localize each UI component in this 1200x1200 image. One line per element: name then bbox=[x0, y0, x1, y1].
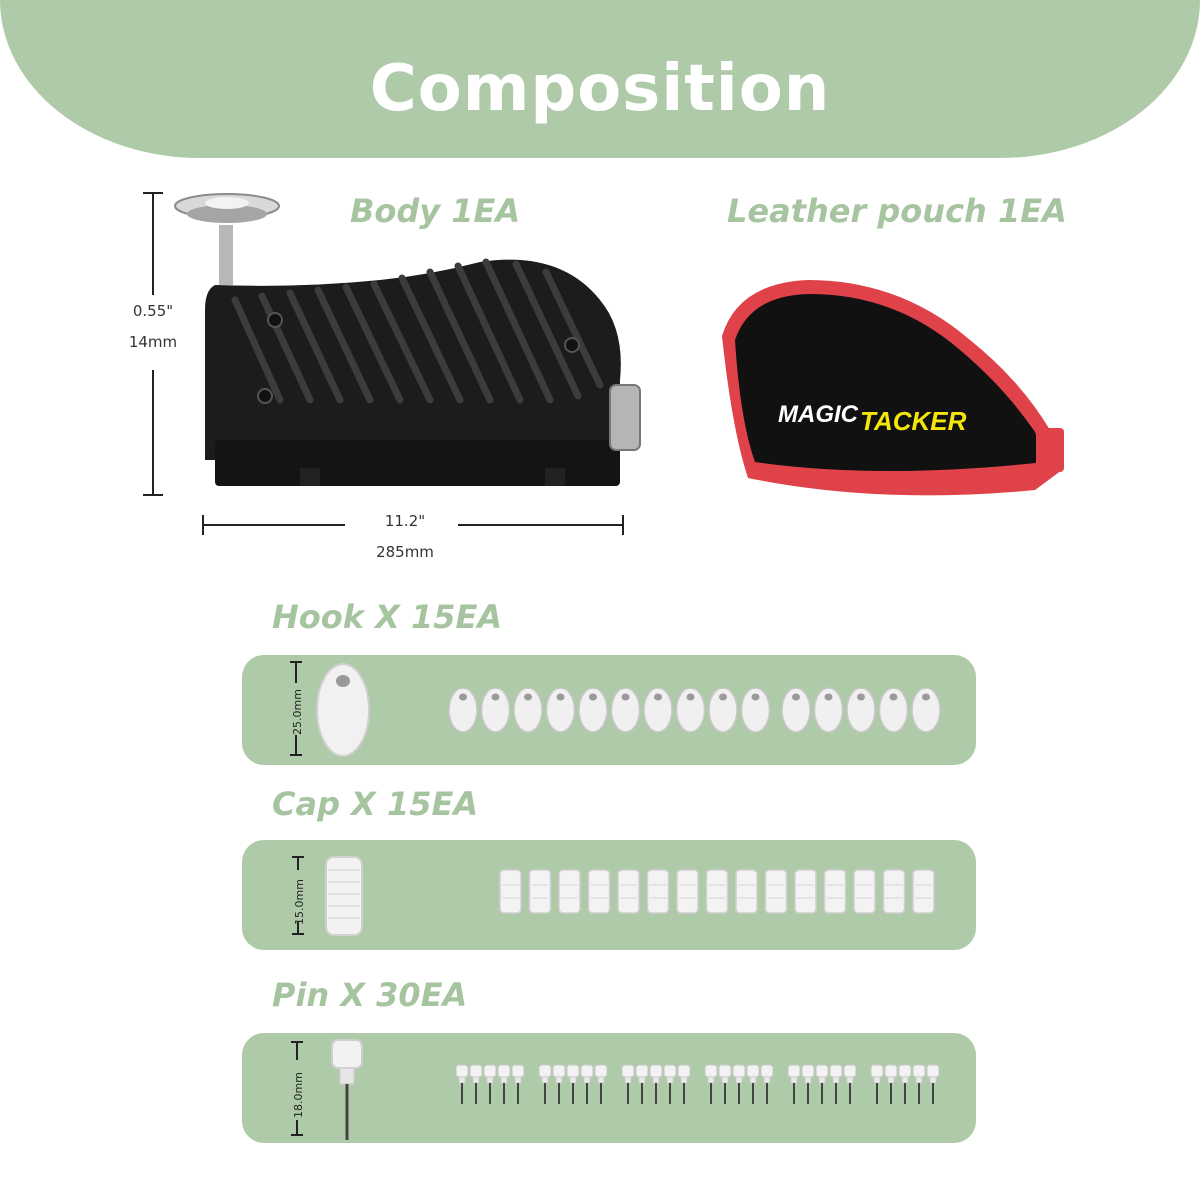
hook-piece bbox=[740, 687, 771, 733]
pin-piece bbox=[621, 1064, 635, 1104]
pouch-label: Leather pouch 1EA bbox=[727, 192, 1067, 230]
pin-piece bbox=[870, 1064, 884, 1104]
pin-piece bbox=[815, 1064, 829, 1104]
pin-scale: 18.0mm bbox=[289, 1041, 305, 1136]
cap-piece bbox=[558, 869, 581, 914]
hook-row bbox=[448, 687, 941, 733]
cap-piece bbox=[617, 869, 640, 914]
pin-piece bbox=[677, 1064, 691, 1104]
cap-piece bbox=[705, 869, 729, 914]
hook-piece bbox=[610, 687, 641, 733]
pin-piece bbox=[511, 1064, 525, 1104]
pin-piece bbox=[746, 1064, 760, 1104]
body-height-inch: 0.55" bbox=[132, 302, 174, 320]
pin-piece bbox=[760, 1064, 774, 1104]
pin-size-label: 18.0mm bbox=[292, 1072, 305, 1118]
pin-label: Pin X 30EA bbox=[272, 976, 468, 1014]
cap-piece bbox=[912, 869, 935, 914]
cap-piece bbox=[646, 869, 670, 914]
hook-piece bbox=[513, 687, 543, 733]
header-banner: Composition bbox=[0, 0, 1200, 158]
pin-piece bbox=[787, 1064, 801, 1104]
hook-piece bbox=[643, 687, 673, 733]
pin-piece bbox=[552, 1064, 566, 1104]
cap-large bbox=[325, 856, 363, 936]
hook-piece bbox=[578, 687, 608, 733]
hook-piece bbox=[781, 687, 811, 733]
pin-piece bbox=[580, 1064, 594, 1104]
hook-scale: 25.0mm bbox=[288, 661, 304, 756]
cap-piece bbox=[676, 869, 699, 914]
body-width-mm: 285mm bbox=[376, 543, 434, 561]
pin-piece bbox=[566, 1064, 580, 1104]
pin-piece bbox=[455, 1064, 469, 1104]
cap-piece bbox=[794, 869, 817, 914]
pin-piece bbox=[898, 1064, 912, 1104]
pin-piece bbox=[704, 1064, 718, 1104]
pin-piece bbox=[801, 1064, 815, 1104]
pouch-logo-magic: MAGIC bbox=[778, 401, 859, 428]
cap-label: Cap X 15EA bbox=[272, 785, 479, 823]
body-label: Body 1EA bbox=[350, 192, 521, 230]
hook-piece bbox=[448, 687, 478, 733]
hook-label: Hook X 15EA bbox=[272, 598, 503, 636]
hook-piece bbox=[846, 687, 876, 733]
pin-piece bbox=[497, 1064, 511, 1104]
body-width-inch: 11.2" bbox=[384, 512, 426, 530]
pin-piece bbox=[594, 1064, 608, 1104]
pin-piece bbox=[663, 1064, 677, 1104]
hook-piece bbox=[480, 687, 511, 733]
pin-piece bbox=[926, 1064, 940, 1104]
pin-piece bbox=[843, 1064, 857, 1104]
pin-piece bbox=[829, 1064, 843, 1104]
cap-piece bbox=[735, 869, 758, 914]
cap-size-label: 15.0mm bbox=[293, 879, 306, 925]
cap-piece bbox=[528, 869, 552, 914]
cap-piece bbox=[499, 869, 522, 914]
cap-piece bbox=[823, 869, 847, 914]
pin-piece bbox=[649, 1064, 663, 1104]
page-title: Composition bbox=[369, 52, 831, 126]
pin-panel bbox=[242, 1033, 976, 1143]
pin-large bbox=[331, 1039, 363, 1140]
cap-piece bbox=[853, 869, 876, 914]
cap-piece bbox=[882, 869, 906, 914]
hook-piece bbox=[813, 687, 844, 733]
cap-row bbox=[499, 869, 935, 914]
pin-piece bbox=[732, 1064, 746, 1104]
pin-piece bbox=[912, 1064, 926, 1104]
cap-piece bbox=[587, 869, 611, 914]
pin-row bbox=[455, 1064, 940, 1104]
pin-piece bbox=[884, 1064, 898, 1104]
hook-large bbox=[316, 663, 370, 757]
pouch-logo-tacker: TACKER bbox=[860, 406, 967, 436]
hook-piece bbox=[708, 687, 738, 733]
hook-piece bbox=[911, 687, 941, 733]
hook-piece bbox=[878, 687, 909, 733]
pin-piece bbox=[483, 1064, 497, 1104]
hook-piece bbox=[675, 687, 706, 733]
body-height-mm: 14mm bbox=[128, 333, 178, 351]
cap-scale: 15.0mm bbox=[290, 856, 306, 935]
hook-size-label: 25.0mm bbox=[291, 689, 304, 735]
cap-piece bbox=[764, 869, 788, 914]
pin-piece bbox=[718, 1064, 732, 1104]
hook-piece bbox=[545, 687, 576, 733]
pin-piece bbox=[635, 1064, 649, 1104]
pin-piece bbox=[538, 1064, 552, 1104]
pin-piece bbox=[469, 1064, 483, 1104]
